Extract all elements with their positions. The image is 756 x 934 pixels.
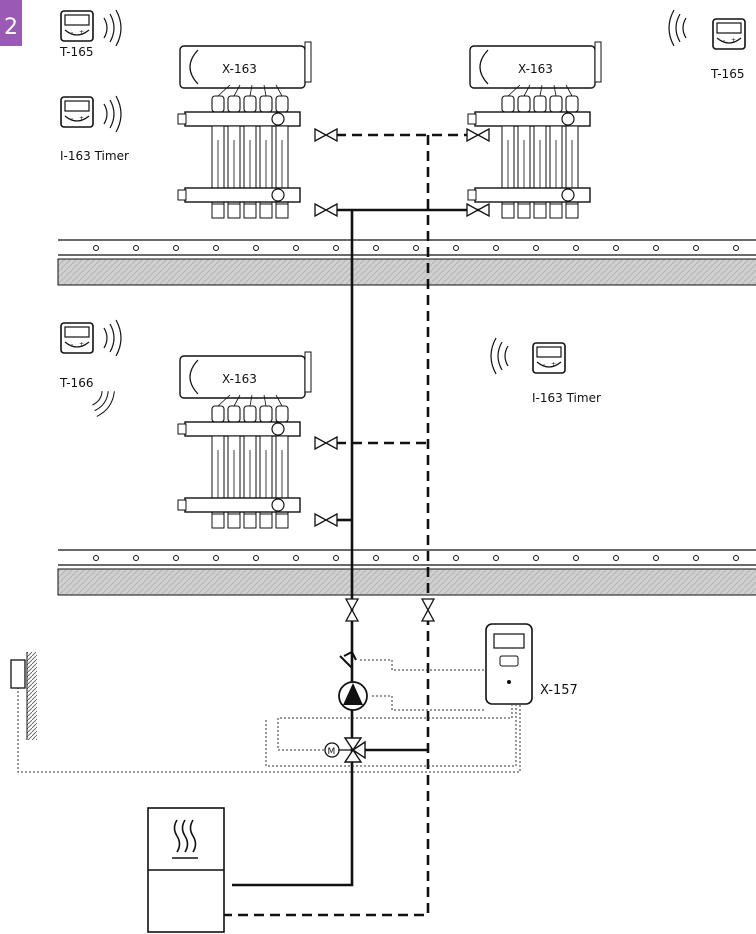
heat-icon <box>172 819 198 859</box>
thermostat-t165-left: T-165 <box>59 9 122 59</box>
thermostat-icon <box>60 322 94 354</box>
controller-x157: X-157 <box>485 623 578 705</box>
radio-waves-icon <box>490 337 509 375</box>
return-pipe <box>224 133 470 917</box>
page-number-tab: 2 <box>0 0 22 46</box>
timer-i163-lower: I-163 Timer <box>490 337 601 405</box>
control-wiring <box>17 659 521 773</box>
supply-pipe <box>232 208 480 887</box>
thermostat-icon <box>532 342 566 374</box>
thermostat-label: I-163 Timer <box>532 391 601 405</box>
manifold-upper-right: X-163 <box>466 41 602 219</box>
pump-group: M <box>324 650 368 763</box>
manifold-controller-label: X-163 <box>518 62 553 76</box>
thermostat-icon <box>60 10 94 42</box>
thermostat-label: T-166 <box>59 376 93 390</box>
controller-label: X-157 <box>540 683 578 698</box>
thermostat-label: I-163 Timer <box>60 149 129 163</box>
upper-floor <box>57 239 756 286</box>
svg-text:M: M <box>328 747 336 757</box>
page-number: 2 <box>4 15 18 40</box>
shutoff-valves <box>345 598 435 622</box>
boiler <box>147 807 225 933</box>
thermostat-t165-right: T-165 <box>668 9 746 81</box>
mixing-valve-icon: M <box>324 737 366 763</box>
manifold-controller-label: X-163 <box>222 372 257 386</box>
radio-waves-icon <box>668 9 687 47</box>
pump-icon <box>338 681 368 711</box>
radio-waves-icon <box>103 319 122 357</box>
controller-icon <box>485 623 533 705</box>
radio-waves-icon <box>103 9 122 47</box>
thermostat-label: T-165 <box>710 67 744 81</box>
timer-i163-upper: I-163 Timer <box>60 95 129 163</box>
manifold-controller-label: X-163 <box>222 62 257 76</box>
radio-waves-icon <box>87 384 119 420</box>
outdoor-sensor <box>10 652 37 740</box>
thermostat-t166: T-166 <box>59 319 122 420</box>
thermostat-label: T-165 <box>59 45 93 59</box>
thermostat-icon <box>60 96 94 128</box>
thermostat-icon <box>712 18 746 50</box>
manifold-lower: X-163 <box>177 351 338 529</box>
manifold-upper-left: X-163 <box>177 41 338 219</box>
radio-waves-icon <box>103 95 122 133</box>
lower-floor <box>57 549 756 596</box>
